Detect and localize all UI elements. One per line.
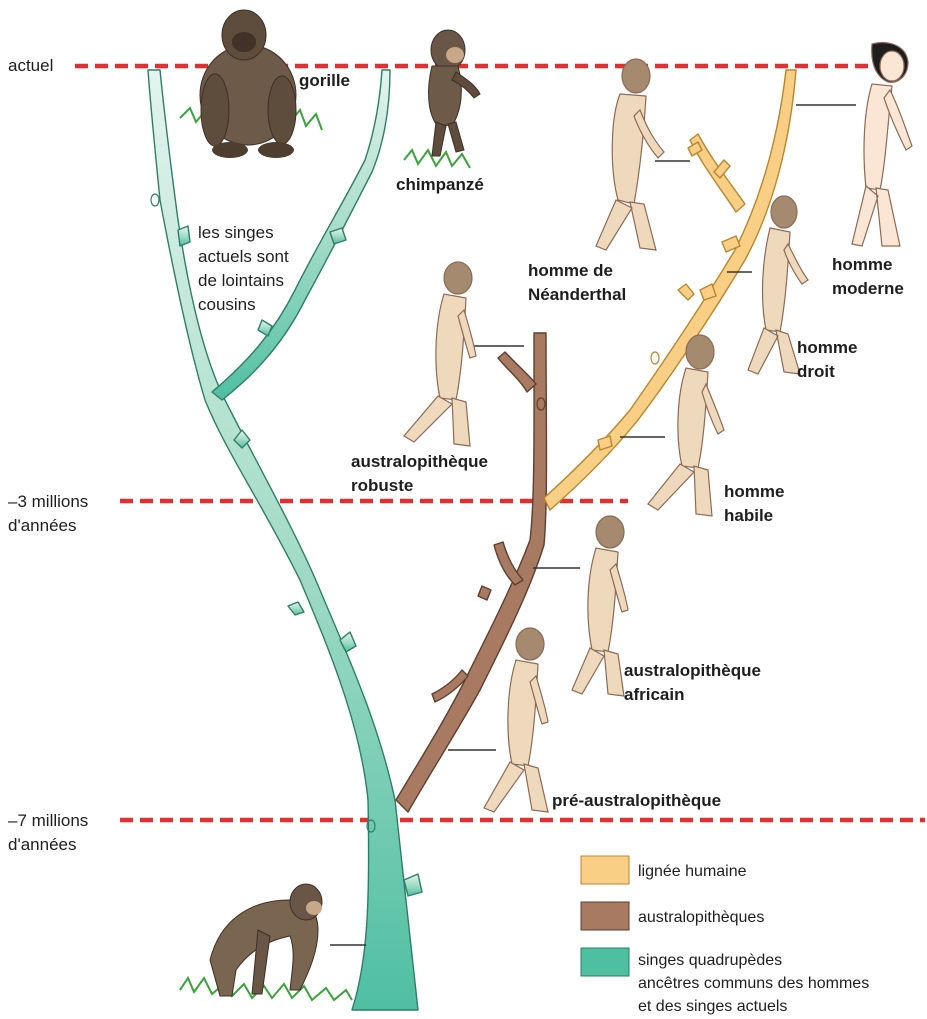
label-modern-1: homme bbox=[832, 255, 892, 274]
legend-swatch-human bbox=[581, 856, 629, 884]
label-africanus-1: australopithèque bbox=[624, 661, 761, 680]
time-marker-lines bbox=[75, 66, 925, 820]
label-robustus-2: robuste bbox=[351, 476, 413, 495]
ape-twig-4 bbox=[288, 602, 304, 615]
australo-side-2 bbox=[494, 542, 523, 585]
label-gorilla: gorille bbox=[299, 71, 350, 90]
ape-twig-7 bbox=[404, 874, 422, 896]
apes-note-line3: de lointains bbox=[198, 271, 284, 290]
apes-note-line4: cousins bbox=[198, 295, 256, 314]
legend-swatch-apes bbox=[581, 948, 629, 976]
ape-trunk bbox=[148, 70, 418, 1010]
label-modern-2: moderne bbox=[832, 279, 904, 298]
ape-twig-1 bbox=[178, 226, 190, 246]
apes-note-line1: les singes bbox=[198, 223, 274, 242]
label-minus3-line2: d'années bbox=[8, 516, 76, 535]
legend-label-human: lignée humaine bbox=[638, 863, 747, 880]
label-neanderthal-2: Néanderthal bbox=[528, 285, 626, 304]
chimpanzee-illustration bbox=[404, 30, 480, 168]
label-habilis-1: homme bbox=[724, 482, 784, 501]
legend-swatch-australo bbox=[581, 902, 629, 930]
australo-side-4 bbox=[478, 586, 491, 600]
human-knot bbox=[651, 352, 659, 364]
legend-label-apes-1: singes quadrupèdes bbox=[638, 952, 782, 969]
human-twig-4 bbox=[678, 284, 694, 300]
label-present: actuel bbox=[8, 56, 53, 75]
label-erectus-1: homme bbox=[797, 338, 857, 357]
legend-label-australo: australopithèques bbox=[638, 909, 764, 926]
ape-knot-1 bbox=[151, 194, 159, 206]
label-erectus-2: droit bbox=[797, 362, 835, 381]
time-marker-labels: actuel –3 millions d'années –7 millions … bbox=[8, 56, 88, 854]
ape-branch bbox=[148, 70, 422, 1010]
label-chimp: chimpanzé bbox=[396, 175, 484, 194]
label-minus3-line1: –3 millions bbox=[8, 492, 88, 511]
apes-note-line2: actuels sont bbox=[198, 247, 289, 266]
label-neanderthal-1: homme de bbox=[528, 261, 613, 280]
legend-label-apes-2: ancêtres communs des hommes bbox=[638, 975, 869, 992]
legend: lignée humaine australopithèques singes … bbox=[581, 856, 869, 1015]
habilis-illustration bbox=[648, 335, 724, 516]
label-pre-australo: pré-australopithèque bbox=[552, 791, 721, 810]
label-minus7-line2: d'années bbox=[8, 835, 76, 854]
australo-side-1 bbox=[498, 352, 536, 392]
africanus-illustration bbox=[572, 516, 628, 696]
ancestor-ape-illustration bbox=[180, 884, 352, 1000]
neanderthal-illustration bbox=[596, 59, 664, 250]
legend-label-apes-3: et des singes actuels bbox=[638, 998, 787, 1015]
apes-note: les singes actuels sont de lointains cou… bbox=[198, 223, 289, 314]
label-habilis-2: habile bbox=[724, 506, 773, 525]
robustus-illustration bbox=[404, 262, 476, 446]
label-minus7-line1: –7 millions bbox=[8, 811, 88, 830]
modern-human-illustration bbox=[852, 43, 912, 246]
label-robustus-1: australopithèque bbox=[351, 452, 488, 471]
label-africanus-2: africain bbox=[624, 685, 684, 704]
